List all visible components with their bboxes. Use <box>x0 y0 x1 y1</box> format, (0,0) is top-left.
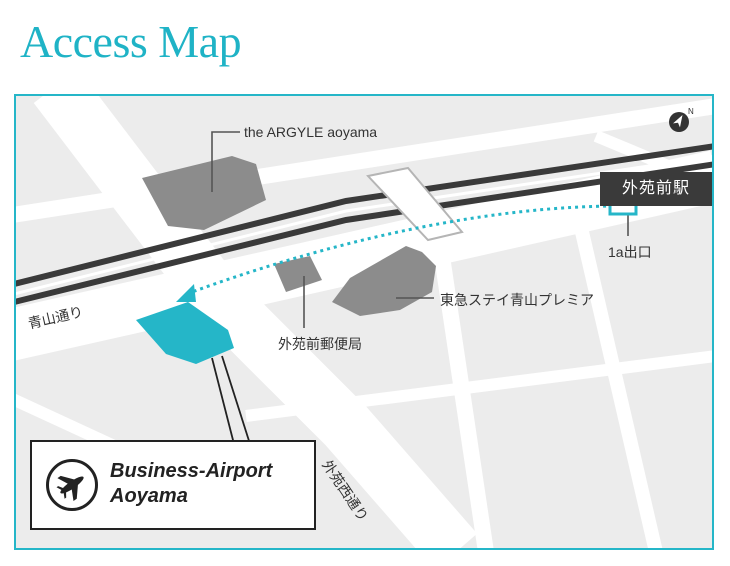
compass-north-label: N <box>688 107 694 116</box>
callout-pointer <box>211 355 251 445</box>
rail-line-highlight <box>16 155 712 296</box>
compass-icon: N <box>668 106 694 134</box>
overpass <box>366 166 464 242</box>
hotel-label: 東急ステイ青山プレミア <box>440 292 594 308</box>
leader-lines <box>211 131 629 328</box>
venue-name: Business-Airport Aoyama <box>110 459 272 509</box>
access-map[interactable]: N 外苑前駅 1a出口 the ARGYLE aoyama 外苑前郵便局 東急ス… <box>14 94 714 550</box>
route-arrow <box>176 284 196 302</box>
walking-route <box>191 204 621 294</box>
map-canvas <box>16 96 712 548</box>
page-title: Access Map <box>20 16 242 67</box>
rail-line <box>16 161 712 305</box>
venue-building[interactable] <box>136 302 234 364</box>
airplane-icon <box>46 459 98 511</box>
station-label[interactable]: 外苑前駅 <box>600 172 712 206</box>
argyle-leader-line <box>211 131 240 192</box>
rail-line <box>16 143 712 287</box>
venue-name-line2: Aoyama <box>110 485 188 507</box>
venue-name-line1: Business-Airport <box>110 460 273 482</box>
gaien-nishi-dori-road <box>33 96 478 548</box>
argyle-label: the ARGYLE aoyama <box>244 124 378 140</box>
post-office-building <box>274 256 322 292</box>
post-office-label: 外苑前郵便局 <box>278 336 362 352</box>
exit-label: 1a出口 <box>608 244 652 260</box>
argyle-building <box>142 156 266 230</box>
venue-callout[interactable]: Business-Airport Aoyama <box>30 440 316 530</box>
minor-road <box>569 204 663 548</box>
aoyama-dori-road <box>16 150 712 361</box>
